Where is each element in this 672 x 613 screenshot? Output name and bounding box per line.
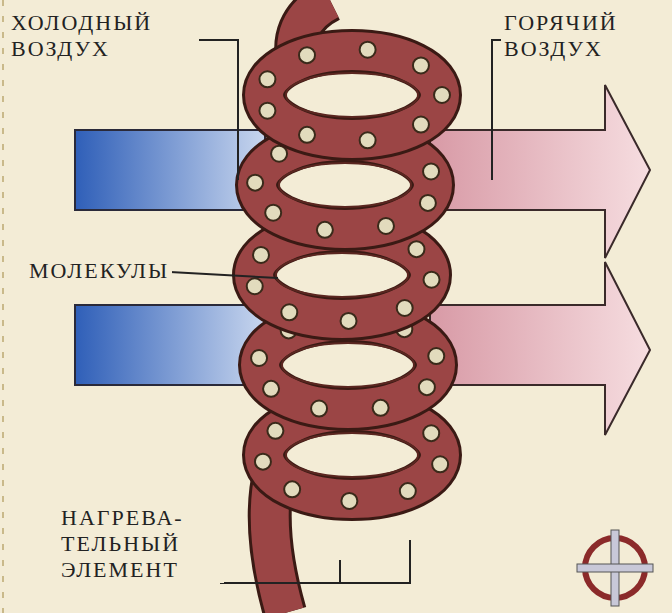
- molecule: [284, 481, 300, 497]
- molecule: [360, 42, 376, 58]
- molecule: [419, 379, 435, 395]
- molecule: [434, 87, 450, 103]
- molecule: [378, 218, 394, 234]
- molecule: [271, 146, 287, 162]
- molecule: [423, 425, 439, 441]
- molecule: [299, 127, 315, 143]
- molecule: [397, 300, 413, 316]
- logo-cross: [577, 530, 653, 606]
- molecule: [259, 103, 275, 119]
- hot-air-arrows: [430, 85, 650, 435]
- coil-turn: [259, 42, 450, 149]
- molecule: [373, 400, 389, 416]
- molecule: [267, 423, 283, 439]
- hot-air-label: ГОРЯЧИЙ ВОЗДУХ: [501, 10, 672, 62]
- molecule: [360, 132, 376, 148]
- molecule: [263, 381, 279, 397]
- molecule: [423, 163, 439, 179]
- molecule: [420, 195, 436, 211]
- molecule: [281, 304, 297, 320]
- molecule: [413, 57, 429, 73]
- molecule: [400, 483, 416, 499]
- molecule: [251, 350, 267, 366]
- molecule: [413, 117, 429, 133]
- heating-coil: [247, 0, 450, 613]
- heating-element-label: НАГРЕВА- ТЕЛЬНЫЙ ЭЛЕМЕНТ: [58, 505, 224, 583]
- molecules-label: МОЛЕКУЛЫ: [26, 258, 172, 284]
- molecule: [255, 454, 271, 470]
- page-edge: [2, 0, 4, 613]
- molecule: [299, 47, 315, 63]
- molecule: [247, 175, 263, 191]
- molecule: [341, 313, 357, 329]
- molecule: [424, 272, 440, 288]
- molecule: [265, 205, 281, 221]
- cold-air-label: ХОЛОДНЫЙ ВОЗДУХ: [8, 10, 199, 62]
- molecule: [259, 71, 275, 87]
- molecule: [247, 278, 263, 294]
- molecule: [317, 222, 333, 238]
- molecule: [253, 247, 269, 263]
- molecule: [428, 348, 444, 364]
- molecule: [408, 241, 424, 257]
- molecule: [341, 493, 357, 509]
- molecule: [432, 456, 448, 472]
- leader-lines: [170, 40, 505, 583]
- molecule: [311, 401, 327, 417]
